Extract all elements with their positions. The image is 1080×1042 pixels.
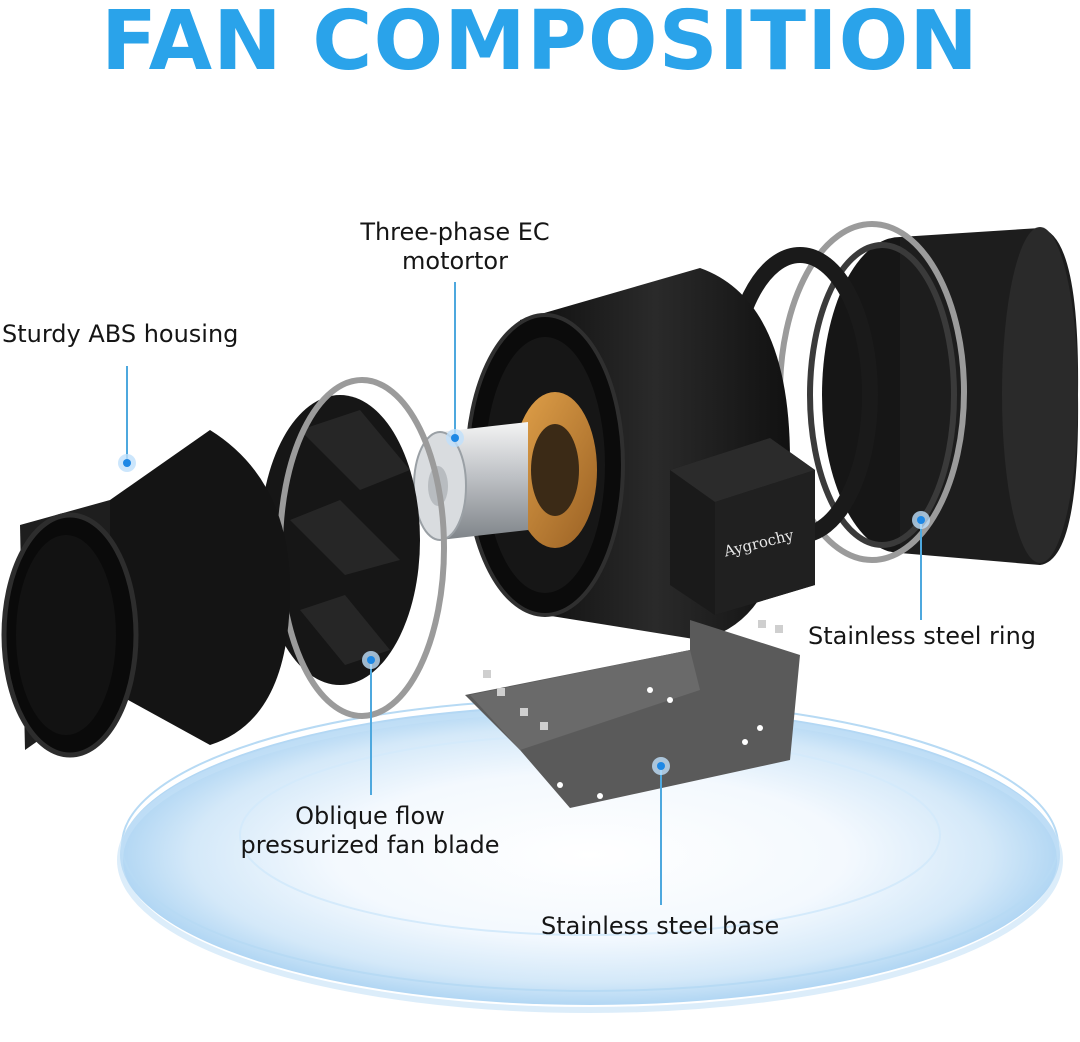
ring-dot xyxy=(917,516,925,524)
motor-dot xyxy=(451,434,459,442)
fan-blade xyxy=(260,395,420,685)
motor-callout-label: Three-phase EC motortor xyxy=(335,218,575,276)
housing-dot xyxy=(123,459,131,467)
motor-label-line2: motortor xyxy=(402,247,508,275)
base-callout-label: Stainless steel base xyxy=(541,912,780,940)
blade-callout-label: Oblique flow pressurized fan blade xyxy=(225,802,515,860)
control-box: Aygrochy xyxy=(670,438,815,615)
stator-coils xyxy=(513,392,597,548)
blade-label-line2: pressurized fan blade xyxy=(240,831,500,859)
blade-dot xyxy=(367,656,375,664)
left-duct-collar xyxy=(1,430,290,758)
right-duct-collar xyxy=(807,227,1079,565)
page-title: FAN COMPOSITION xyxy=(101,0,979,89)
base-dot xyxy=(657,762,665,770)
motor-label-line1: Three-phase EC xyxy=(360,218,550,246)
ec-motor xyxy=(413,422,528,541)
screws xyxy=(483,620,783,730)
ring-callout-label: Stainless steel ring xyxy=(808,622,1037,650)
mounting-stand xyxy=(465,620,800,808)
blade-label-line1: Oblique flow xyxy=(295,802,445,830)
housing-callout-label: Sturdy ABS housing xyxy=(2,320,239,348)
